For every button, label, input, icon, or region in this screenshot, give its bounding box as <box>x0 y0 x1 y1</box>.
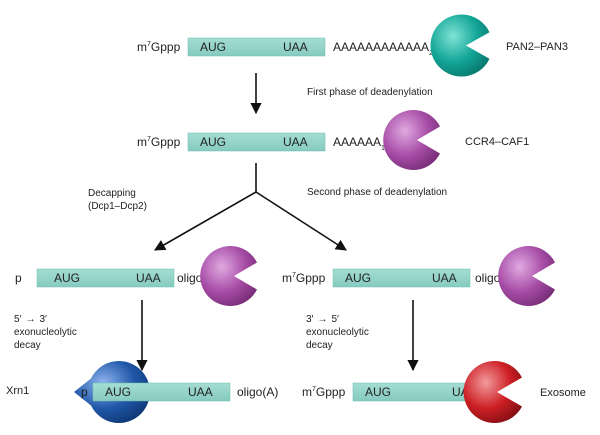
decapping-label: Decapping <box>88 188 136 199</box>
left4-tail: oligo(A) <box>237 385 278 399</box>
row2-stop-codon: UAA <box>283 135 308 149</box>
row2-enzyme-label: CCR4–CAF1 <box>465 136 529 148</box>
left4-coding-region <box>92 382 231 402</box>
step2-label: Second phase of deadenylation <box>307 187 447 198</box>
row1-cap: m7Gppp <box>137 40 181 54</box>
row1-start-codon: AUG <box>200 40 226 54</box>
branch-arrow-right <box>255 191 347 251</box>
left3-cap: p <box>15 271 22 285</box>
row2-coding-region <box>187 132 326 152</box>
right4-start-codon: AUG <box>365 385 391 399</box>
left-step-direction: 5′→3′ <box>14 314 47 325</box>
left3-ccr4-enzyme-icon <box>200 246 257 307</box>
right-step-direction: 3′→5′ <box>306 314 339 325</box>
left4-mrna: p AUG UAA oligo(A) <box>81 382 278 402</box>
left3-start-codon: AUG <box>54 271 80 285</box>
row1-enzyme-label: PAN2–PAN3 <box>506 41 568 53</box>
branch-arrow-left <box>154 191 257 251</box>
left3-coding-region <box>36 268 175 288</box>
right3-stop-codon: UAA <box>432 271 457 285</box>
right4-mrna: m7Gppp AUG UAA <box>302 382 491 402</box>
row1-coding-region <box>187 37 326 57</box>
row1-mrna: m7Gppp AUG UAA AAAAAAAAAAAA200 <box>137 37 441 57</box>
right3-ccr4-enzyme-icon <box>498 246 555 307</box>
left4-enzyme-label: Xrn1 <box>6 385 29 397</box>
left4-start-codon: AUG <box>105 385 131 399</box>
right4-enzyme-label: Exosome <box>540 387 586 399</box>
right4-cap: m7Gppp <box>302 385 346 399</box>
right-step-line2: exonucleolytic <box>306 327 369 338</box>
left4-cap: p <box>81 385 88 399</box>
right3-coding-region <box>332 268 471 288</box>
right3-mrna: m7Gppp AUG UAA oligo(A) <box>282 268 516 288</box>
pan2-pan3-enzyme-icon <box>430 14 490 77</box>
left-step-line2: exonucleolytic <box>14 327 77 338</box>
right3-start-codon: AUG <box>345 271 371 285</box>
left4-stop-codon: UAA <box>188 385 213 399</box>
step1-label: First phase of deadenylation <box>307 87 433 98</box>
right3-cap: m7Gppp <box>282 271 326 285</box>
left-step-line3: decay <box>14 340 41 351</box>
row2-start-codon: AUG <box>200 135 226 149</box>
right-step-line3: decay <box>306 340 333 351</box>
left3-stop-codon: UAA <box>136 271 161 285</box>
exosome-enzyme-icon <box>463 361 522 423</box>
row2-mrna: m7Gppp AUG UAA AAAAAA110 <box>137 132 392 152</box>
row1-stop-codon: UAA <box>283 40 308 54</box>
row2-cap: m7Gppp <box>137 135 181 149</box>
decapping-enzyme-label: (Dcp1–Dcp2) <box>88 201 147 212</box>
ccr4-caf1-enzyme-icon <box>383 110 440 171</box>
row1-polya-tail: AAAAAAAAAAAA200 <box>333 40 441 57</box>
left3-mrna: p AUG UAA oligo(A) <box>15 268 218 288</box>
